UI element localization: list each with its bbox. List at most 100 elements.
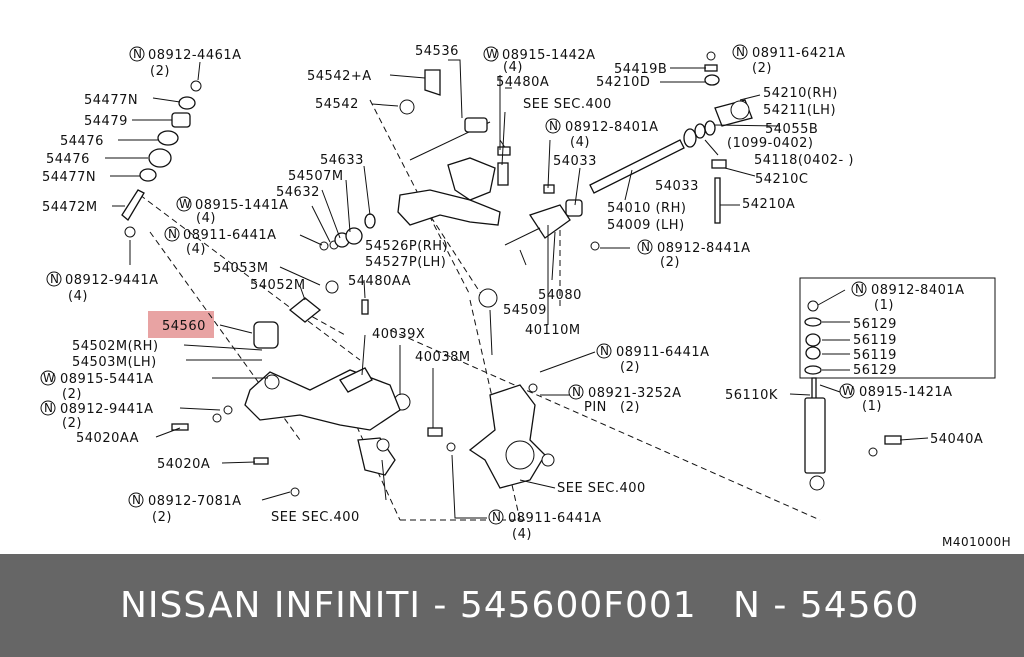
callout-code: 08912-4461A [148,48,242,63]
svg-text:08915-1421A: 08915-1421A [859,385,953,400]
svg-text:SEE SEC.400: SEE SEC.400 [271,510,360,525]
svg-text:54527P(LH): 54527P(LH) [365,255,446,270]
svg-text:54033: 54033 [553,154,597,169]
svg-text:08912-9441A: 08912-9441A [60,402,154,417]
svg-text:(4): (4) [512,527,532,542]
svg-text:40038M: 40038M [415,350,471,365]
svg-text:08912-8441A: 08912-8441A [657,241,751,256]
leader-lines [105,59,929,519]
svg-text:54479: 54479 [84,114,128,129]
svg-text:08915-1441A: 08915-1441A [195,198,289,213]
svg-text:54040A: 54040A [930,432,983,447]
shock-absorber [799,277,996,491]
svg-text:08912-8401A: 08912-8401A [871,283,965,298]
exploded-parts-diagram: N 08912-4461A (2) 54477N 54479 54476 544… [40,44,1011,549]
torsion-bar [504,51,753,251]
svg-text:08912-7081A: 08912-7081A [148,494,242,509]
svg-text:54542+A: 54542+A [307,69,372,84]
svg-text:N: N [168,227,177,241]
svg-text:54507M: 54507M [288,169,344,184]
svg-text:(1): (1) [874,298,894,313]
svg-text:08912-8401A: 08912-8401A [565,120,659,135]
svg-text:(2): (2) [752,61,772,76]
svg-text:54009 (LH): 54009 (LH) [607,218,685,233]
svg-text:N: N [600,344,609,358]
svg-text:56129: 56129 [853,317,897,332]
svg-text:SEE SEC.400: SEE SEC.400 [523,97,612,112]
svg-text:08915-1442A: 08915-1442A [502,48,596,63]
svg-text:40039X: 40039X [372,327,425,342]
svg-text:PIN: PIN [584,400,607,415]
svg-text:54472M: 54472M [42,200,98,215]
svg-text:56129: 56129 [853,363,897,378]
svg-text:N: N [549,119,558,133]
footer-bar: NISSAN INFINITI - 545600F001 N - 54560 [0,554,1024,657]
footer-part-number: NISSAN INFINITI - 545600F001 [120,585,697,626]
svg-text:54477N: 54477N [42,170,96,185]
svg-text:54632: 54632 [276,185,320,200]
svg-text:08911-6441A: 08911-6441A [508,511,602,526]
svg-text:54480AA: 54480AA [348,274,411,289]
svg-text:54118(0402- ): 54118(0402- ) [754,153,854,168]
svg-text:54055B: 54055B [765,122,818,137]
svg-text:(1): (1) [862,399,882,414]
svg-text:54476: 54476 [60,134,104,149]
svg-text:N: N [133,47,142,61]
svg-text:54476: 54476 [46,152,90,167]
svg-text:08912-9441A: 08912-9441A [65,273,159,288]
footer-diagram-ref: N - 54560 [733,585,920,626]
svg-text:56119: 56119 [853,333,897,348]
svg-text:08911-6441A: 08911-6441A [183,228,277,243]
svg-text:08915-5441A: 08915-5441A [60,372,154,387]
svg-text:54211(LH): 54211(LH) [763,103,836,118]
svg-text:54210A: 54210A [742,197,795,212]
svg-text:(4): (4) [196,211,216,226]
svg-text:N: N [44,401,53,415]
svg-text:40110M: 40110M [525,323,581,338]
svg-text:54526P(RH): 54526P(RH) [365,239,448,254]
svg-text:54020AA: 54020AA [76,431,139,446]
steering-knuckle [427,383,555,489]
highlight-box [148,311,214,338]
svg-text:N: N [736,45,745,59]
svg-text:N: N [492,510,501,524]
svg-text:(4): (4) [68,289,88,304]
svg-text:W: W [486,47,498,61]
svg-text:N: N [641,240,650,254]
upper-control-arm [397,52,511,226]
svg-text:56119: 56119 [853,348,897,363]
svg-text:56110K: 56110K [725,388,778,403]
svg-text:54053M: 54053M [213,261,269,276]
svg-text:SEE SEC.400: SEE SEC.400 [557,481,646,496]
svg-text:54503M(LH): 54503M(LH) [72,355,157,370]
svg-text:N: N [132,493,141,507]
svg-text:08911-6421A: 08911-6421A [752,46,846,61]
svg-text:54477N: 54477N [84,93,138,108]
svg-text:W: W [842,384,854,398]
svg-text:54542: 54542 [315,97,359,112]
svg-text:54502M(RH): 54502M(RH) [72,339,159,354]
svg-text:54210(RH): 54210(RH) [763,86,838,101]
svg-text:08921-3252A: 08921-3252A [588,386,682,401]
svg-text:54210D: 54210D [596,75,650,90]
svg-text:54020A: 54020A [157,457,210,472]
callouts: N 08912-4461A (2) 54477N 54479 54476 544… [40,44,1011,549]
svg-text:54080: 54080 [538,288,582,303]
svg-text:(4): (4) [503,60,523,75]
svg-text:(4): (4) [570,135,590,150]
svg-text:(1099-0402): (1099-0402) [727,136,814,151]
svg-text:(2): (2) [620,360,640,375]
svg-text:(2): (2) [62,387,82,402]
svg-text:54010 (RH): 54010 (RH) [607,201,686,216]
svg-text:54536: 54536 [415,44,459,59]
svg-text:54633: 54633 [320,153,364,168]
svg-text:54480A: 54480A [496,75,549,90]
svg-text:(2): (2) [62,416,82,431]
svg-text:N: N [572,385,581,399]
svg-text:(2): (2) [620,400,640,415]
svg-text:54052M: 54052M [250,278,306,293]
svg-text:54419B: 54419B [614,62,667,77]
svg-text:08911-6441A: 08911-6441A [616,345,710,360]
svg-text:(2): (2) [660,255,680,270]
svg-text:W: W [43,371,55,385]
